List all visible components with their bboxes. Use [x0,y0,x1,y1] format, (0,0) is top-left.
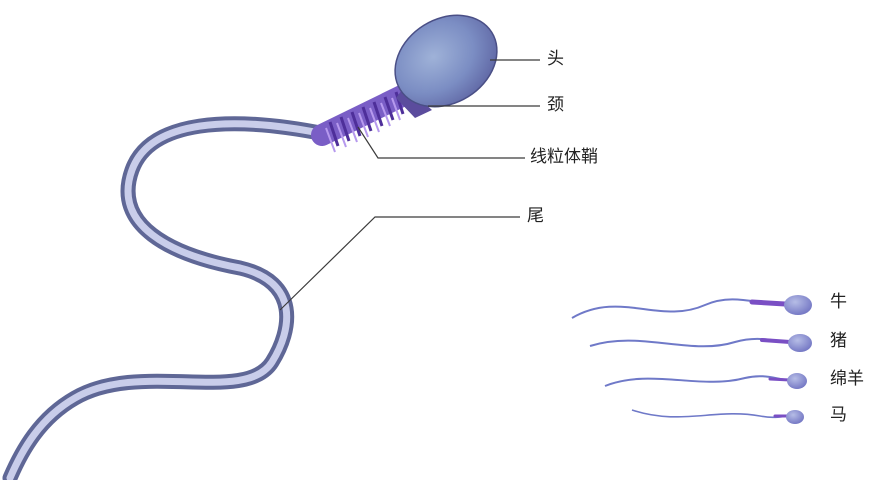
species-label-sheep: 绵羊 [830,371,864,388]
head-label: 头 [547,51,564,68]
species-sperm-horse [632,410,804,424]
species-comparison [572,295,812,424]
species-sperm-sheep [605,373,807,389]
species-label-cattle: 牛 [830,294,847,311]
mitochondrial-sheath-label: 线粒体鞘 [530,149,598,166]
tail-leader-line [280,217,520,310]
species-label-pig: 猪 [830,333,847,350]
main-sperm [10,0,514,478]
species-sperm-pig [590,334,812,352]
neck-label: 颈 [547,97,564,114]
species-label-horse: 马 [830,407,847,424]
sheath-leader-line [358,127,525,158]
tail-label: 尾 [527,208,544,225]
mitochondrial-sheath [322,92,410,152]
species-sperm-cattle [572,295,812,318]
sperm-tail [10,124,325,478]
